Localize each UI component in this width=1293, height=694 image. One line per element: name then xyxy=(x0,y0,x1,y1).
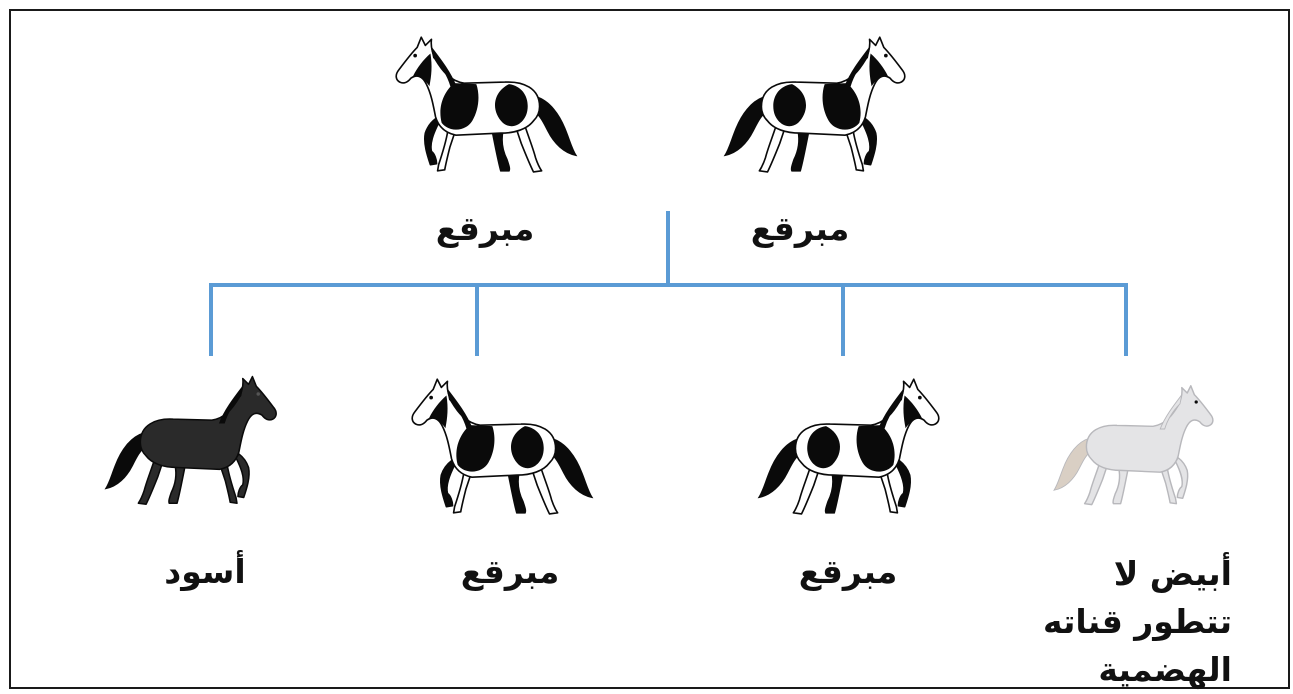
horse-icon xyxy=(723,36,906,173)
offspring-label-black: أسود xyxy=(164,552,246,591)
offspring-label-piebald-right: مبرقع xyxy=(798,552,898,591)
offspring-label-white: أبيض لا تتطور قناته الهضمية xyxy=(1042,554,1232,689)
horse-icon xyxy=(1053,385,1214,506)
offspring-label-piebald-left: مبرقع xyxy=(460,552,560,591)
horse-icon xyxy=(104,375,277,505)
horse-icon xyxy=(411,378,594,515)
parent-label-right: مبرقع xyxy=(750,209,850,248)
pedigree-connectors xyxy=(209,211,1128,356)
horse-icon xyxy=(395,36,578,173)
horse-icon xyxy=(757,378,940,515)
parent-label-left: مبرقع xyxy=(435,209,535,248)
